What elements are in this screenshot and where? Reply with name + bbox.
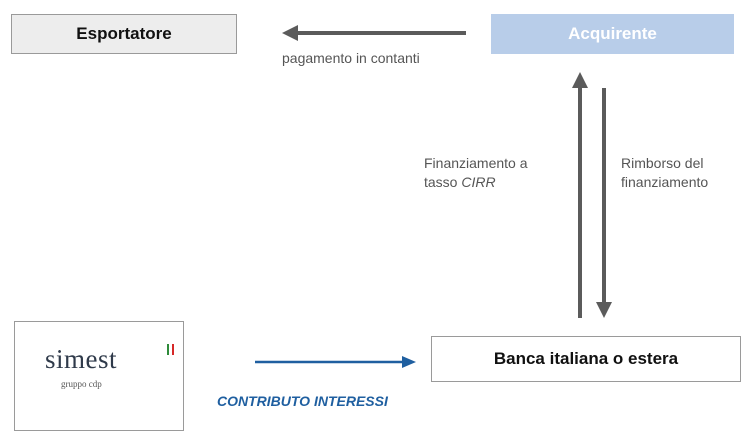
repayment-arrow	[596, 88, 612, 318]
bank-label: Banca italiana o estera	[493, 349, 679, 368]
payment-arrow	[282, 25, 466, 41]
cirr-term: CIRR	[461, 174, 496, 190]
financing-arrow	[572, 72, 588, 318]
italian-flag-icon	[167, 344, 174, 355]
flag-green	[167, 344, 170, 355]
buyer-node: Acquirente	[491, 14, 734, 54]
flag-red	[171, 344, 174, 355]
repayment-line1: Rimborso del	[621, 155, 704, 171]
financing-label: Finanziamento a tasso CIRR	[424, 154, 528, 192]
buyer-label: Acquirente	[568, 24, 657, 43]
bank-node: Banca italiana o estera	[431, 336, 741, 382]
payment-label: pagamento in contanti	[282, 50, 420, 66]
simest-logo: simest gruppo cdp	[14, 321, 184, 431]
repayment-line2: finanziamento	[621, 174, 709, 190]
contribution-label: CONTRIBUTO INTERESSI	[217, 393, 388, 409]
flag-white	[169, 344, 172, 355]
exporter-label: Esportatore	[76, 24, 172, 43]
logo-name: simest	[45, 344, 118, 374]
repayment-label: Rimborso del finanziamento	[621, 154, 708, 192]
contribution-arrow	[255, 356, 416, 368]
financing-line2-prefix: tasso	[424, 174, 462, 190]
exporter-node: Esportatore	[11, 14, 237, 54]
financing-line1: Finanziamento a	[424, 155, 528, 171]
financing-line2: tasso CIRR	[424, 173, 528, 192]
logo-subtitle: gruppo cdp	[61, 379, 102, 389]
